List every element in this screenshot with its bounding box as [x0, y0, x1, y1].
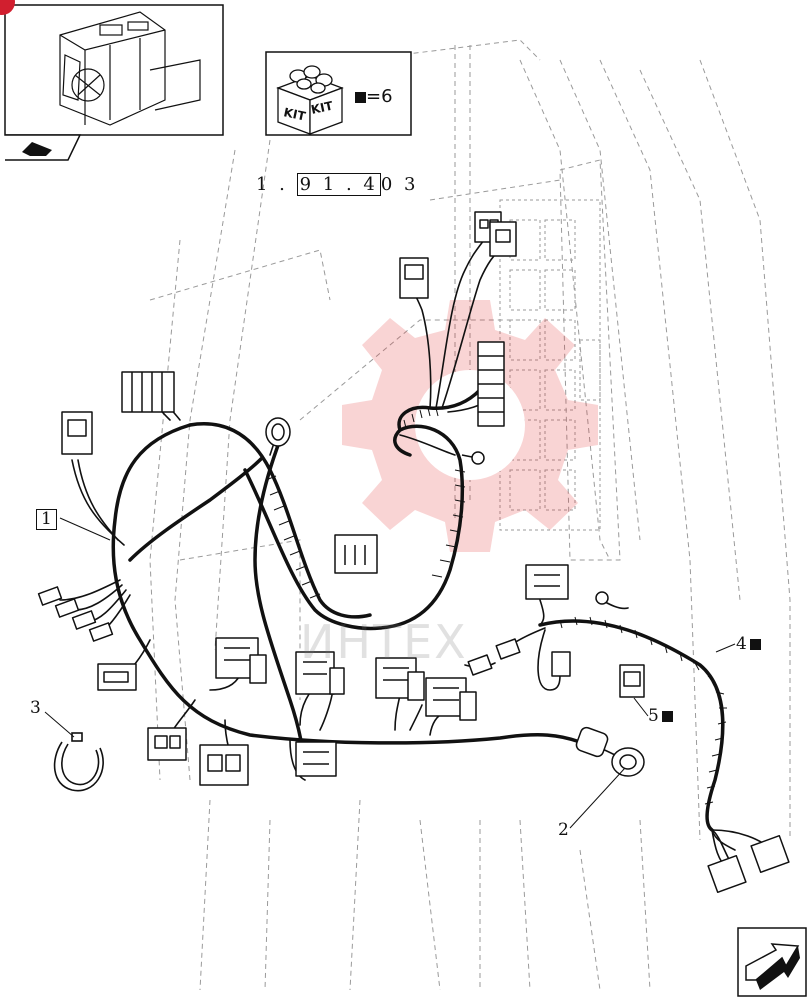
tractor-cab-thumbnail [0, 0, 224, 161]
reference-code-prefix: 1 . [256, 174, 297, 195]
blade-1 [37, 586, 63, 606]
status-badge [0, 0, 15, 15]
cable-tie [53, 732, 104, 792]
connector-top-c [399, 257, 429, 299]
connector-center [334, 534, 378, 574]
kit-quantity: =6 [352, 86, 393, 107]
connector-flat [97, 663, 137, 691]
connector-lower-left [147, 727, 187, 761]
connector-right-u [551, 651, 571, 677]
callout-2[interactable]: 2 [558, 820, 569, 840]
small-plug-2 [495, 638, 521, 660]
connector-left-b [121, 371, 175, 413]
relay-panel [499, 199, 601, 531]
connector-fuse-strip [477, 341, 505, 427]
branch-wires [59, 239, 771, 871]
callout-4-label: 4 [736, 634, 747, 654]
kit-quantity-text: =6 [366, 86, 393, 107]
connector-lower-big [199, 744, 249, 786]
small-plug-1 [467, 654, 493, 676]
background-structure [149, 39, 791, 991]
connector-bottom-right-2 [750, 834, 790, 874]
lighter-socket [575, 726, 645, 777]
connectors [37, 211, 790, 894]
callout-5-label: 5 [648, 706, 659, 726]
connector-bottom-center [295, 741, 337, 777]
arrow-next-icon[interactable] [737, 927, 807, 997]
callout-4[interactable]: 4 [736, 636, 761, 653]
kit-box-icon: KIT KIT [265, 51, 412, 136]
ring-terminal-right [595, 591, 609, 605]
kit-marker-icon [355, 91, 366, 103]
connector-mid-3 [375, 657, 425, 701]
connector-mid-2 [295, 651, 345, 695]
wrap-marks [265, 407, 727, 805]
callout-1[interactable]: 1 [36, 509, 57, 530]
harness-trunks [111, 388, 725, 832]
watermark-text: ИНТЕХ [300, 615, 468, 669]
connector-top-b [489, 221, 517, 257]
connector-right-top [525, 564, 569, 600]
blade-4 [88, 622, 114, 642]
connector-left-a [61, 411, 93, 455]
reference-code-suffix: 0 3 [380, 174, 419, 195]
connector-round [265, 417, 291, 447]
kit-marker-icon [749, 639, 761, 650]
kit-label-left: KIT [282, 105, 307, 123]
kit-label-right: KIT [310, 99, 335, 117]
connector-mid-1 [215, 637, 267, 684]
connector-bottom-right-1 [707, 854, 747, 894]
arrow-back-icon [22, 142, 52, 156]
blade-2 [54, 598, 80, 618]
callout-3[interactable]: 3 [30, 698, 41, 718]
callout-5[interactable]: 5 [648, 708, 673, 725]
connector-part-5 [619, 664, 645, 698]
blade-3 [71, 610, 97, 630]
connector-mid-4 [425, 677, 477, 721]
reference-code-boxed: 9 1 . 4 [296, 173, 381, 196]
ring-terminal [461, 451, 485, 465]
kit-marker-icon [661, 711, 673, 722]
leader-lines [44, 517, 736, 829]
